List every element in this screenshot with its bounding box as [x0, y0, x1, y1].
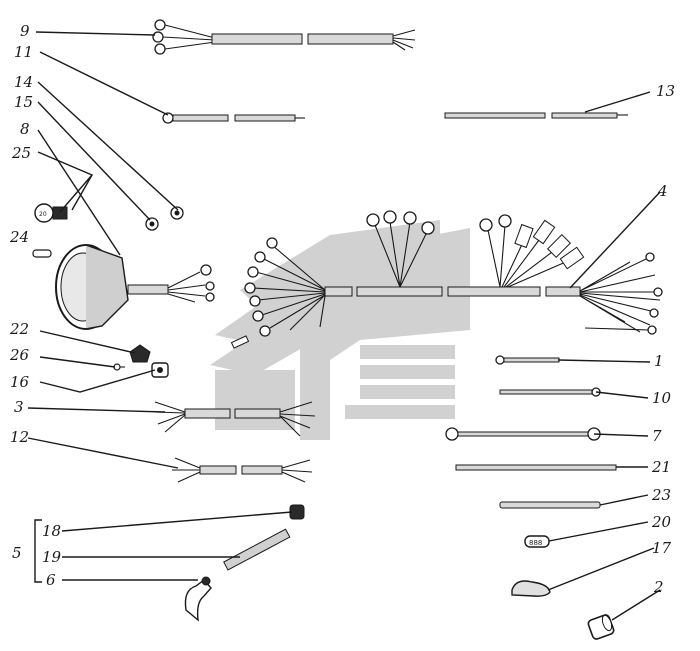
part-14: [170, 206, 184, 220]
label-7: 7: [652, 427, 662, 445]
part-20: 888: [524, 535, 550, 548]
label-24: 24: [9, 228, 29, 246]
part-26: [113, 363, 125, 371]
label-18: 18: [42, 522, 61, 540]
label-9: 9: [20, 22, 30, 40]
main-harness-4: [230, 210, 663, 349]
cable-13: [444, 112, 628, 119]
label-26: 26: [9, 346, 30, 364]
part-21: [455, 464, 617, 471]
label-21: 21: [651, 458, 671, 476]
label-10: 10: [652, 389, 672, 407]
part-22: [129, 344, 151, 363]
part-23: [499, 501, 601, 509]
label-17: 17: [652, 539, 672, 557]
svg-text:20: 20: [39, 211, 47, 218]
label-12: 12: [10, 428, 29, 446]
label-14: 14: [14, 73, 33, 91]
label-25: 25: [11, 144, 31, 162]
label-11: 11: [14, 43, 33, 61]
label-5: 5: [12, 544, 22, 562]
part-24: [32, 249, 52, 258]
harness-9: [152, 19, 416, 55]
leader-lines: [27, 31, 661, 621]
label-8: 8: [20, 120, 30, 138]
speedometer-8: [55, 244, 215, 330]
assembly-5: [34, 504, 305, 622]
label-2: 2: [653, 578, 664, 596]
label-16: 16: [10, 373, 30, 391]
label-4: 4: [657, 182, 668, 200]
label-3: 3: [14, 398, 24, 416]
cable-11: [162, 112, 305, 124]
part-7: [445, 427, 601, 441]
part-10: [499, 387, 601, 397]
svg-text:888: 888: [529, 539, 542, 547]
label-6: 6: [46, 571, 56, 589]
label-13: 13: [656, 82, 675, 100]
label-23: 23: [651, 486, 671, 504]
part-16: [151, 362, 169, 378]
part-2: [587, 614, 615, 640]
part-15: [145, 217, 159, 231]
harness-3: [154, 401, 316, 437]
part-1: [495, 355, 560, 365]
label-19: 19: [42, 548, 62, 566]
harness-12: [172, 457, 313, 483]
label-15: 15: [14, 93, 33, 111]
part-17: [511, 580, 551, 597]
label-1: 1: [654, 352, 664, 370]
lamp-25: 20: [34, 203, 68, 223]
label-20: 20: [651, 513, 672, 531]
callout-labels: 9 11 14 15 8 25 24 22 26 16 3 12 5 18 19…: [9, 22, 675, 596]
watermark-logo: [210, 220, 470, 440]
label-22: 22: [9, 320, 29, 338]
